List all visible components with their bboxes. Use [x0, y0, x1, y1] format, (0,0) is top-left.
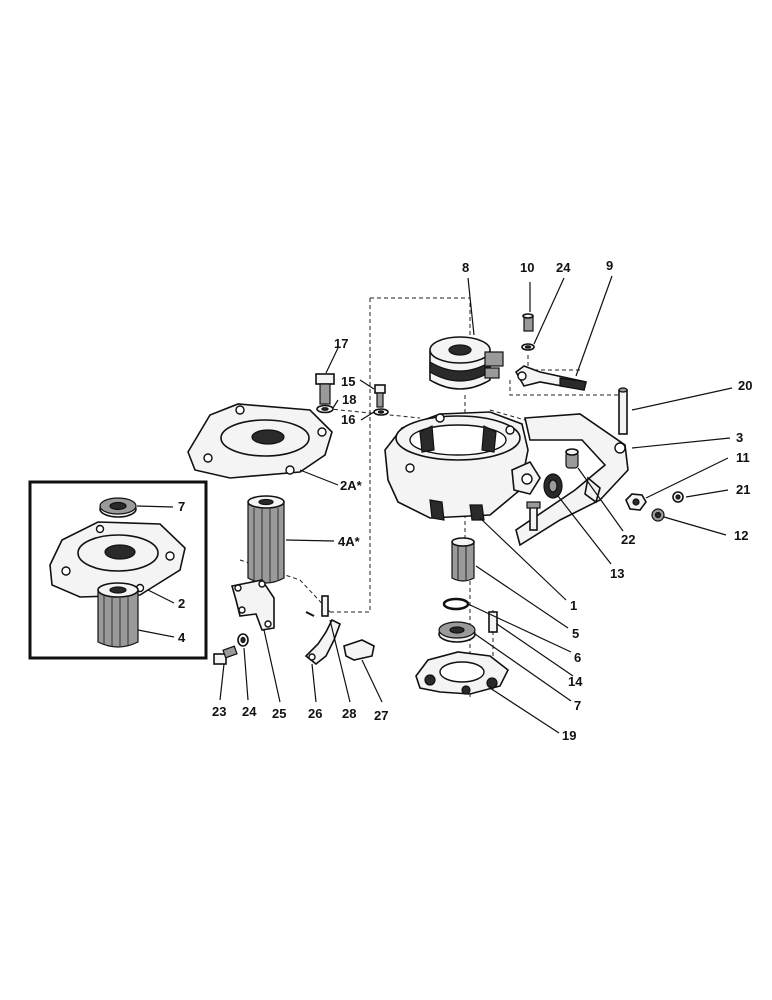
label-part-7: 7	[574, 698, 581, 713]
label-part-2a: 2A*	[340, 478, 363, 493]
label-part-24-lower: 24	[242, 704, 257, 719]
label-part-6: 6	[574, 650, 581, 665]
label-part-9: 9	[606, 258, 613, 273]
bolt-lower-arm	[526, 501, 541, 531]
label-part-17: 17	[334, 336, 348, 351]
link-rod-9	[514, 365, 587, 391]
seal-7	[438, 621, 476, 643]
label-part-5: 5	[572, 626, 579, 641]
label-part-3: 3	[736, 430, 743, 445]
bearing-13	[543, 473, 563, 499]
label-part-26: 26	[308, 706, 322, 721]
label-part-7-inset: 7	[178, 499, 185, 514]
housing-1	[384, 411, 541, 521]
label-part-21: 21	[736, 482, 750, 497]
label-part-11: 11	[736, 450, 750, 465]
label-part-14: 14	[568, 674, 583, 689]
inset-seal-7	[99, 497, 137, 518]
inset-flange-2	[49, 521, 186, 598]
label-part-13: 13	[610, 566, 624, 581]
nut-12	[651, 508, 665, 522]
label-part-28: 28	[342, 706, 356, 721]
nut-21	[672, 491, 684, 503]
label-part-27: 27	[374, 708, 388, 723]
fitting-27	[343, 639, 375, 661]
screw-10	[522, 313, 534, 332]
washer-24-top	[521, 343, 535, 351]
flange-2a	[187, 403, 333, 479]
part-number-labels: 8 10 24 9 20 3 11 21 12 22 13 1 5 6 14 7…	[178, 258, 752, 743]
label-part-10: 10	[520, 260, 534, 275]
pin-14	[488, 611, 498, 633]
washer-16	[373, 408, 389, 416]
bracket-25	[230, 579, 275, 631]
coupling-4a	[247, 495, 285, 584]
snap-ring-6	[442, 597, 470, 611]
label-part-20: 20	[738, 378, 752, 393]
cover-plate-19	[415, 651, 510, 695]
pin-20	[618, 387, 628, 435]
label-part-22: 22	[621, 532, 635, 547]
label-part-18: 18	[342, 392, 356, 407]
leader-lines	[136, 275, 733, 734]
label-part-19: 19	[562, 728, 576, 743]
label-part-12: 12	[734, 528, 748, 543]
bolt-17	[315, 373, 335, 405]
label-part-25: 25	[272, 706, 286, 721]
label-part-24-top: 24	[556, 260, 571, 275]
label-part-2: 2	[178, 596, 185, 611]
label-part-16: 16	[341, 412, 355, 427]
label-part-4a: 4A*	[338, 534, 361, 549]
lever-26	[304, 618, 342, 666]
coupling-5	[451, 537, 475, 582]
label-part-8: 8	[462, 260, 469, 275]
inset-coupling-4	[97, 582, 139, 648]
label-part-4: 4	[178, 630, 186, 645]
pin-28	[305, 595, 329, 617]
screw-15	[374, 384, 386, 408]
hub-8	[429, 336, 504, 390]
nut-11	[625, 493, 647, 511]
bushing-22	[565, 448, 579, 469]
inset-detail-box	[28, 480, 208, 660]
label-part-15: 15	[341, 374, 355, 389]
label-part-23: 23	[212, 704, 226, 719]
bolt-23	[213, 645, 238, 665]
washer-24-lower	[237, 633, 249, 647]
label-part-1: 1	[570, 598, 577, 613]
washer-18	[316, 404, 334, 414]
